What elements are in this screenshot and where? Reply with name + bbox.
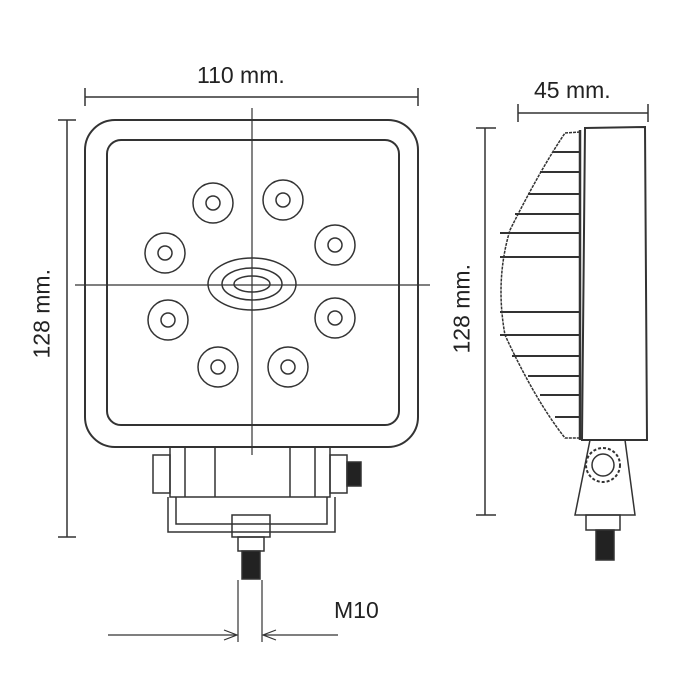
side-height-dimension-line <box>476 127 496 516</box>
front-height-label: 128 mm. <box>28 269 55 359</box>
depth-dimension-line <box>517 104 649 122</box>
front-height-dimension-line <box>58 119 76 538</box>
side-view-lamp <box>500 125 649 561</box>
center-led <box>207 257 297 311</box>
width-label: 110 mm. <box>197 62 285 88</box>
threaded-bolt <box>241 550 261 580</box>
thread-label: M10 <box>334 597 379 623</box>
front-view-lamp <box>75 108 430 455</box>
depth-label: 45 mm. <box>534 77 611 103</box>
led-ring-group <box>144 179 356 388</box>
thread-dimension-line <box>108 580 338 642</box>
front-mount-bracket <box>152 446 362 580</box>
side-height-label: 128 mm. <box>448 264 475 354</box>
width-dimension-line <box>84 88 419 106</box>
